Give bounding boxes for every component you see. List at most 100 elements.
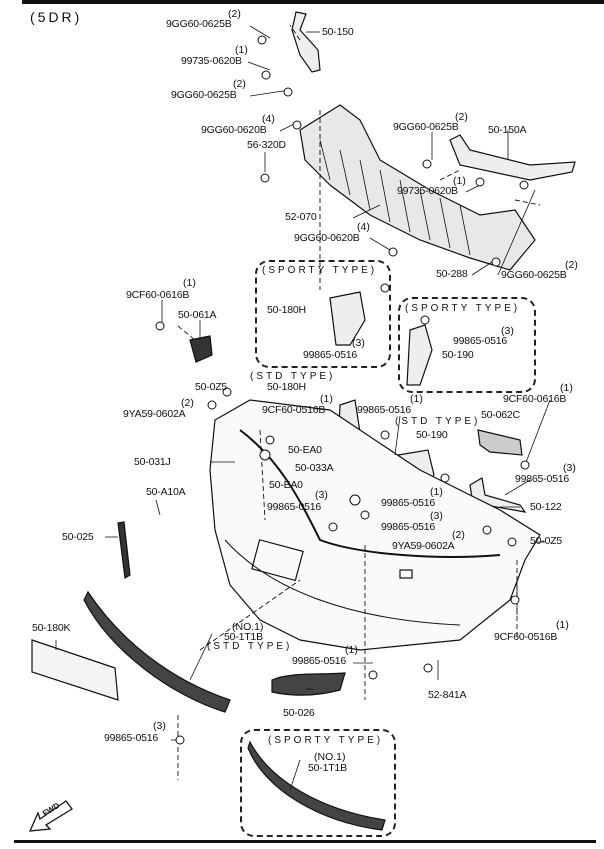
grille-std xyxy=(83,590,231,713)
callout-50-EA0: 50-EA0 xyxy=(288,444,322,456)
variant-label: (5DR) xyxy=(30,9,83,25)
qty-c5: (4) xyxy=(262,113,275,125)
bolt-icon xyxy=(283,87,293,97)
sporty-group-box-190 xyxy=(398,297,536,393)
bolt-icon xyxy=(222,387,232,397)
qty-c38: (2) xyxy=(452,529,465,541)
callout-50-150A: 50-150A xyxy=(488,124,527,136)
bolt-icon xyxy=(360,510,370,520)
qty-c44: (1) xyxy=(345,644,358,656)
callout-9YA59-0602A: 9YA59-0602A xyxy=(123,408,186,420)
qty-c11: (4) xyxy=(357,221,370,233)
callout-99865-0516: 99865-0516 xyxy=(303,349,358,361)
qty-c43: (1) xyxy=(556,619,569,631)
callout-99865-0516: 99865-0516 xyxy=(515,473,570,485)
bolt-icon xyxy=(261,70,271,80)
qty-c37: (3) xyxy=(430,510,443,522)
bracket-50-190-sporty xyxy=(406,324,433,386)
callout-9GG60-0620B: 9GG60-0620B xyxy=(294,232,360,244)
qty-c14: (1) xyxy=(183,277,196,289)
qty-c13: (2) xyxy=(565,259,578,271)
bolt-icon xyxy=(510,595,520,605)
callout-50-062C: 50-062C xyxy=(481,409,520,421)
callout-50-A10A: 50-A10A xyxy=(146,486,186,498)
std-group-label: (STD TYPE) xyxy=(250,371,336,382)
qty-c3: (1) xyxy=(235,44,248,56)
sporty-group-box-grille xyxy=(240,729,396,837)
callout-9GG60-0625B: 9GG60-0625B xyxy=(166,18,232,30)
callout-50-025: 50-025 xyxy=(62,531,94,543)
bolt-icon xyxy=(420,315,430,325)
bolt-icon xyxy=(440,473,450,483)
bolt-icon xyxy=(423,663,433,673)
callout-50-180H: 50-180H xyxy=(267,304,306,316)
callout-99865-0516: 99865-0516 xyxy=(453,335,508,347)
callout-99865-0516: 99865-0516 xyxy=(104,732,159,744)
callout-50-EA0: 50-EA0 xyxy=(269,479,303,491)
callout-50-0Z5: 50-0Z5 xyxy=(530,535,563,547)
std-group-label: (STD TYPE) xyxy=(395,416,481,427)
license-plate-bracket xyxy=(31,639,119,701)
bracket-50-062C xyxy=(477,429,523,456)
bolt-icon xyxy=(491,257,501,267)
bolt-icon xyxy=(349,494,361,506)
bracket-50-150 xyxy=(291,11,321,73)
grille-sporty xyxy=(247,740,386,831)
bolt-icon xyxy=(155,321,165,331)
qty-c31: (3) xyxy=(563,462,576,474)
qty-c17: (3) xyxy=(352,337,365,349)
bolt-icon xyxy=(422,159,432,169)
qty-c48: (NO.1) xyxy=(314,751,346,763)
qty-c36: (3) xyxy=(315,489,328,501)
callout-50-0Z5: 50-0Z5 xyxy=(195,381,228,393)
bumper-cover xyxy=(209,399,541,651)
qty-c22: (2) xyxy=(181,397,194,409)
callout-50-190: 50-190 xyxy=(442,349,474,361)
bolt-icon xyxy=(260,173,270,183)
callout-52-841A: 52-841A xyxy=(428,689,467,701)
callout-99865-0516: 99865-0516 xyxy=(357,404,412,416)
sporty-group-label: (SPORTY TYPE) xyxy=(262,265,378,276)
bolt-icon xyxy=(328,522,338,532)
callout-9GG60-0625B: 9GG60-0625B xyxy=(393,121,459,133)
bolt-icon xyxy=(368,670,378,680)
sporty-group-box-180h xyxy=(255,260,391,368)
callout-9GG60-0625B: 9GG60-0625B xyxy=(501,269,567,281)
bolt-icon xyxy=(519,180,529,190)
callout-99735-0620B: 99735-0620B xyxy=(181,55,242,67)
bolt-icon xyxy=(507,537,517,547)
bracket-50-180H-sporty xyxy=(329,291,366,346)
callout-50-288: 50-288 xyxy=(436,268,468,280)
bracket-50-061A xyxy=(189,335,213,363)
fwd-arrow-icon xyxy=(28,800,73,832)
bolt-icon xyxy=(475,177,485,187)
sporty-group-label: (SPORTY TYPE) xyxy=(405,303,521,314)
callout-50-031J: 50-031J xyxy=(134,456,171,468)
callout-50-180H: 50-180H xyxy=(267,381,306,393)
callout-50-150: 50-150 xyxy=(322,26,354,38)
qty-c24: (1) xyxy=(410,393,423,405)
callout-99735-0620B: 99735-0620B xyxy=(397,185,458,197)
callout-9GG60-0625B: 9GG60-0625B xyxy=(171,89,237,101)
callout-9CF60-0516B: 9CF60-0516B xyxy=(494,631,558,643)
bolt-icon xyxy=(175,735,185,745)
callout-52-070: 52-070 xyxy=(285,211,317,223)
callout-50-180K: 50-180K xyxy=(32,622,71,634)
qty-c1: (2) xyxy=(228,8,241,20)
qty-c23: (1) xyxy=(320,393,333,405)
bumper-reinforcement xyxy=(299,104,536,271)
bolt-icon xyxy=(520,460,530,470)
qty-c25: (1) xyxy=(560,382,573,394)
qty-c9: (1) xyxy=(453,175,466,187)
sporty-group-label: (SPORTY TYPE) xyxy=(268,735,384,746)
bolt-icon xyxy=(257,35,267,45)
callout-50-061A: 50-061A xyxy=(178,309,217,321)
callout-50-1T1B: 50-1T1B xyxy=(308,762,347,774)
callout-99865-0516: 99865-0516 xyxy=(381,521,436,533)
bolt-icon xyxy=(265,435,275,445)
callout-99865-0516: 99865-0516 xyxy=(292,655,347,667)
forward-direction-arrow: FWD xyxy=(28,795,78,840)
callout-50-026: 50-026 xyxy=(283,707,315,719)
bracket-50-150A xyxy=(449,134,576,181)
